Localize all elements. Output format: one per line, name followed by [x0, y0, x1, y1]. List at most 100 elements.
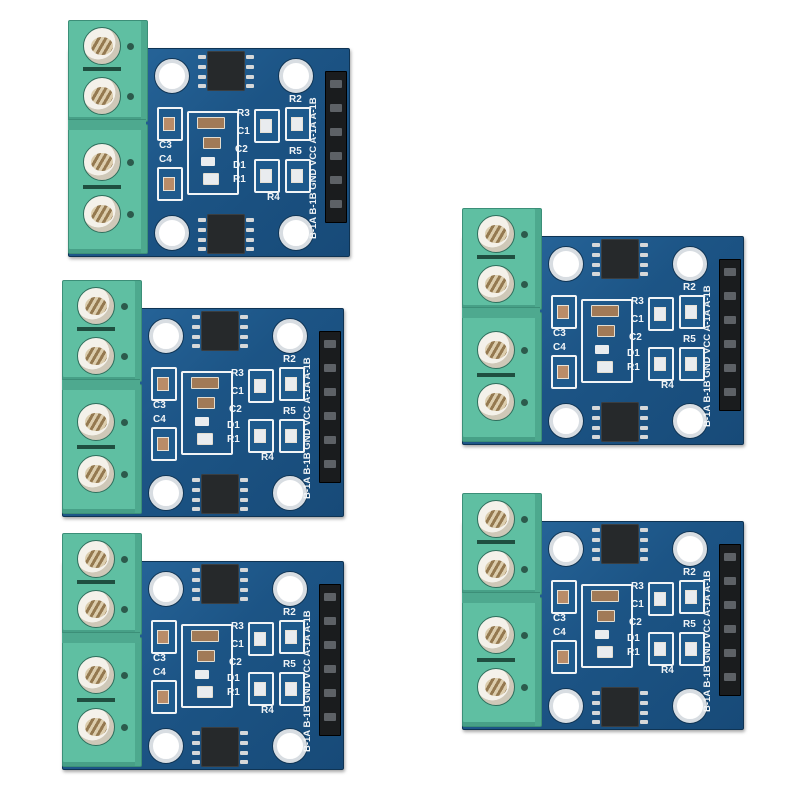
capacitor-c2 — [597, 325, 615, 337]
component-block — [181, 371, 233, 455]
label-r1: R1 — [627, 647, 640, 658]
resistor-r5 — [279, 672, 305, 706]
resistor-r1 — [203, 173, 219, 185]
label-c1: C1 — [631, 599, 644, 610]
resistor-r4 — [248, 419, 274, 453]
screw-icon — [477, 383, 515, 421]
component-block — [581, 299, 633, 383]
terminal-motor-a — [462, 208, 542, 310]
label-r5: R5 — [283, 406, 296, 417]
label-c2: C2 — [229, 404, 242, 415]
led-d1 — [195, 670, 209, 679]
driver-ic-top — [192, 564, 248, 604]
resistor-r4 — [254, 159, 280, 193]
resistor-r3 — [248, 622, 274, 656]
led-d1 — [195, 417, 209, 426]
terminal-motor-a — [62, 533, 142, 635]
label-pin-header: B-1A B-1B GND VCC A-1A A-1B — [302, 357, 313, 499]
screw-terminal-block — [462, 208, 542, 442]
mounting-hole — [279, 59, 313, 93]
resistor-r4 — [248, 672, 274, 706]
mounting-hole — [273, 572, 307, 606]
resistor-r1 — [197, 686, 213, 698]
screw-icon — [77, 590, 115, 628]
label-r4: R4 — [261, 705, 274, 716]
resistor-r3 — [648, 582, 674, 616]
resistor-r1 — [197, 433, 213, 445]
label-pin-header: B-1A B-1B GND VCC A-1A A-1B — [302, 610, 313, 752]
capacitor-c1 — [197, 117, 225, 129]
label-c3: C3 — [159, 140, 172, 151]
capacitor-c3 — [551, 295, 577, 329]
label-c1: C1 — [231, 386, 244, 397]
capacitor-c4 — [151, 427, 177, 461]
screw-icon — [477, 616, 515, 654]
pcb: R3 C1 C2 D1 R1 R2 R5 R4 C3 C4 MOTOR A MO… — [62, 561, 344, 770]
label-c4: C4 — [153, 667, 166, 678]
label-r2: R2 — [683, 282, 696, 293]
mounting-hole — [273, 476, 307, 510]
capacitor-c1 — [591, 590, 619, 602]
terminal-motor-a — [462, 493, 542, 595]
screw-icon — [477, 500, 515, 538]
label-c4: C4 — [153, 414, 166, 425]
label-d1: D1 — [627, 633, 640, 644]
capacitor-c1 — [591, 305, 619, 317]
screw-icon — [77, 337, 115, 375]
label-c1: C1 — [231, 639, 244, 650]
terminal-motor-b — [462, 307, 542, 442]
capacitor-c3 — [551, 580, 577, 614]
component-block — [581, 584, 633, 668]
mounting-hole — [279, 216, 313, 250]
resistor-r4 — [648, 347, 674, 381]
label-r1: R1 — [627, 362, 640, 373]
label-c3: C3 — [153, 400, 166, 411]
resistor-r4 — [648, 632, 674, 666]
mounting-hole — [149, 319, 183, 353]
capacitor-c4 — [551, 355, 577, 389]
screw-terminal-block — [62, 280, 142, 514]
capacitor-c3 — [151, 620, 177, 654]
mounting-hole — [549, 404, 583, 438]
screw-icon — [83, 77, 121, 115]
label-r5: R5 — [289, 146, 302, 157]
resistor-r1 — [597, 361, 613, 373]
driver-ic-top — [192, 311, 248, 351]
component-block — [181, 624, 233, 708]
terminal-motor-a — [62, 280, 142, 382]
resistor-r2 — [279, 367, 305, 401]
screw-icon — [477, 668, 515, 706]
screw-icon — [477, 215, 515, 253]
mounting-hole — [673, 532, 707, 566]
label-r3: R3 — [631, 296, 644, 307]
label-r5: R5 — [683, 334, 696, 345]
screw-icon — [477, 331, 515, 369]
driver-ic-bottom — [192, 474, 248, 514]
label-r1: R1 — [227, 434, 240, 445]
resistor-r3 — [248, 369, 274, 403]
screw-icon — [77, 403, 115, 441]
resistor-r1 — [597, 646, 613, 658]
capacitor-c2 — [197, 650, 215, 662]
driver-ic-top — [592, 524, 648, 564]
label-c4: C4 — [553, 342, 566, 353]
label-r4: R4 — [661, 665, 674, 676]
label-r2: R2 — [283, 607, 296, 618]
mounting-hole — [549, 532, 583, 566]
mounting-hole — [673, 247, 707, 281]
terminal-motor-b — [68, 119, 148, 254]
screw-terminal-block — [462, 493, 542, 727]
mounting-hole — [149, 572, 183, 606]
driver-ic-bottom — [198, 214, 254, 254]
led-d1 — [201, 157, 215, 166]
motor-driver-board-4: R3 C1 C2 D1 R1 R2 R5 R4 C3 C4 MOTOR A MO… — [462, 208, 744, 445]
resistor-r2 — [279, 620, 305, 654]
label-r5: R5 — [283, 659, 296, 670]
label-c3: C3 — [553, 328, 566, 339]
label-d1: D1 — [627, 348, 640, 359]
motor-driver-board-5: R3 C1 C2 D1 R1 R2 R5 R4 C3 C4 MOTOR A MO… — [462, 493, 744, 730]
resistor-r5 — [679, 632, 705, 666]
screw-icon — [77, 656, 115, 694]
label-c1: C1 — [631, 314, 644, 325]
screw-icon — [77, 287, 115, 325]
